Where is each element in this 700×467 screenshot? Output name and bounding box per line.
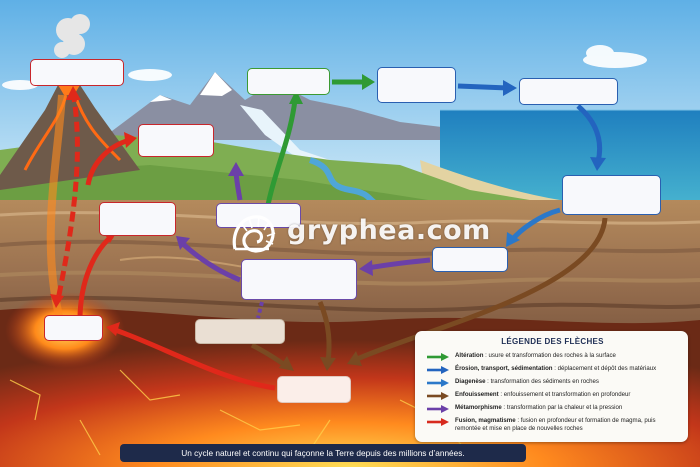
red-arrow-icon [427,418,449,426]
legend-term: Diagenèse [455,378,486,385]
label-box-intrusive-rock [99,202,176,236]
label-box-burial [195,319,285,344]
legend-desc: : fusion en profondeur et formation de m… [455,417,656,432]
legend-desc: : usure et transformation des roches à l… [483,352,616,359]
legend-item-metamorphisme: Métamorphisme : transformation par la ch… [427,404,678,413]
legend-desc: : déplacement et dépôt des matériaux [552,365,657,372]
legend-term: Enfouissement [455,391,499,398]
label-box-fusion [277,376,351,403]
brown-arrow-icon [427,392,449,400]
legend-desc: : enfouissement et transformation en pro… [498,391,631,398]
legend-item-fusion: Fusion, magmatisme : fusion en profondeu… [427,417,678,433]
legend-item-enfouissement: Enfouissement : enfouissement et transfo… [427,391,678,400]
legend-term: Érosion, transport, sédimentation [455,365,553,372]
caption-banner: Un cycle naturel et continu qui façonne … [120,444,526,462]
legend-panel: LÉGENDE DES FLÈCHES Altération : usure e… [415,331,688,442]
legend-term: Métamorphisme [455,404,502,411]
purple-arrow-icon [427,405,449,413]
blue-arrow-icon [427,366,449,374]
label-box-magma-chamber [44,315,103,341]
label-box-volcanic-rock [30,59,124,86]
legend-item-erosion: Érosion, transport, sédimentation : dépl… [427,365,678,374]
legend-item-diagenese: Diagenèse : transformation des sédiments… [427,378,678,387]
watermark-text: gryphea.com [287,215,491,246]
watermark: gryphea.com [229,209,490,257]
label-box-transport [519,78,618,105]
legend-desc: : transformation des sédiments en roches [485,378,599,385]
legend-term: Altération [455,352,484,359]
legend-title: LÉGENDE DES FLÈCHES [501,337,604,346]
green-arrow-icon [427,353,449,361]
legend-desc: : transformation par la chaleur et la pr… [501,404,623,411]
label-box-surface-rock [247,68,330,95]
label-box-magma-rising [138,124,214,157]
label-box-sedimentation [562,175,661,215]
legend-item-alteration: Altération : usure et transformation des… [427,352,678,361]
label-box-metamorphic-rock [241,259,357,300]
label-box-erosion [377,67,456,103]
label-box-sedimentary-rock [432,247,508,272]
legend-term: Fusion, magmatisme [455,417,516,424]
ammonite-icon [232,215,276,253]
light-blue-arrow-icon [427,379,449,387]
